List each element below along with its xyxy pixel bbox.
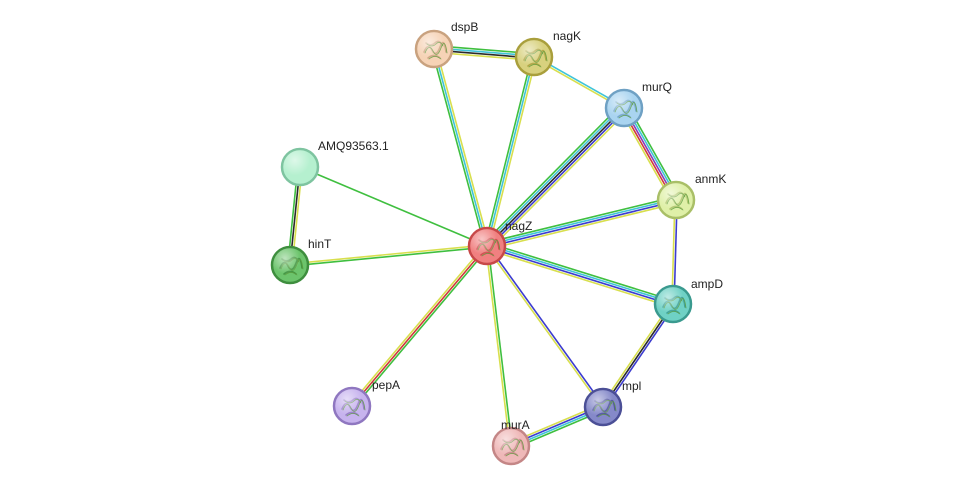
edge-strand-yellow <box>289 244 487 265</box>
edge-nagZ-murQ[interactable] <box>483 104 628 250</box>
edge-ampD-mpl[interactable] <box>600 302 676 409</box>
node-label: dspB <box>451 20 478 34</box>
edge-strand-blue <box>487 244 605 407</box>
edge-strand-blue <box>486 246 673 306</box>
edge-nagZ-mpl[interactable] <box>485 244 605 409</box>
node-murA[interactable]: murA <box>491 418 531 466</box>
node-highlight <box>417 32 451 66</box>
node-highlight <box>607 91 641 125</box>
node-highlight <box>273 248 307 282</box>
node-hinT[interactable]: hinT <box>270 237 332 285</box>
node-highlight <box>494 429 528 463</box>
edge-strand-cyan <box>486 56 535 247</box>
node-nagK[interactable]: nagK <box>514 29 581 77</box>
edge-strand-black <box>602 303 674 408</box>
edge-strand-green <box>487 242 675 302</box>
edge-strand-green <box>290 246 488 267</box>
edge-strand-green <box>431 49 486 247</box>
edge-nagZ-pepA[interactable] <box>349 244 490 408</box>
edge-strand-red <box>351 245 488 407</box>
edge-nagZ-hinT[interactable] <box>289 244 488 267</box>
edge-strand-cyan <box>433 48 488 247</box>
edge-strand-yellow <box>435 48 490 246</box>
node-mpl[interactable]: mpl <box>583 379 641 427</box>
node-highlight <box>586 390 620 424</box>
edge-strand-green <box>484 56 533 246</box>
node-label: murQ <box>642 80 672 94</box>
node-highlight <box>517 40 551 74</box>
edge-strand-yellow <box>487 202 677 250</box>
edge-strand-yellow <box>485 246 511 447</box>
edge-nagZ-ampD[interactable] <box>485 242 675 308</box>
edge-strand-green <box>299 166 488 247</box>
node-dspB[interactable]: dspB <box>414 20 478 69</box>
edge-strand-green <box>483 104 622 244</box>
node-label: nagZ <box>505 219 532 233</box>
edge-strand-yellow <box>349 244 486 406</box>
edge-strand-yellow <box>488 57 537 247</box>
node-label: anmK <box>695 172 726 186</box>
edge-nagZ-dspB[interactable] <box>431 48 490 247</box>
node-label: ampD <box>691 277 723 291</box>
nodes-layer: nagZ dspB nagK murQ anmK ampD mpl murA pepA hinT A… <box>270 20 726 466</box>
node-highlight <box>335 389 369 423</box>
edge-strand-black <box>486 107 625 247</box>
node-AMQ93563.1[interactable]: AMQ93563.1 <box>280 139 389 187</box>
node-label: nagK <box>553 29 581 43</box>
edge-strand-cyan <box>484 105 624 246</box>
edge-nagZ-nagK[interactable] <box>484 56 537 247</box>
node-nagZ[interactable]: nagZ <box>467 219 532 266</box>
edge-nagZ-murA[interactable] <box>485 245 513 447</box>
node-highlight <box>659 183 693 217</box>
node-murQ[interactable]: murQ <box>604 80 672 128</box>
node-highlight <box>656 287 690 321</box>
edge-strand-green <box>353 246 490 408</box>
edge-strand-yellow <box>485 248 673 308</box>
edge-nagZ-anmK[interactable] <box>486 196 677 250</box>
node-ampD[interactable]: ampD <box>653 277 723 324</box>
node-label: AMQ93563.1 <box>318 139 389 153</box>
edge-nagZ-AMQ93563.1[interactable] <box>299 166 488 247</box>
edge-strand-green <box>486 196 676 244</box>
node-highlight <box>470 229 504 263</box>
edge-strand-yellow <box>489 110 628 250</box>
node-label: pepA <box>372 378 400 392</box>
edge-strand-cyan <box>486 198 676 246</box>
edge-strand-blue <box>487 200 677 248</box>
edge-strand-yellow <box>485 246 603 409</box>
node-pepA[interactable]: pepA <box>332 378 400 426</box>
edge-strand-yellow <box>600 302 672 407</box>
node-label: mpl <box>622 379 641 393</box>
edge-strand-blue <box>487 108 627 249</box>
node-highlight <box>283 150 317 184</box>
edge-strand-green <box>487 245 513 446</box>
node-anmK[interactable]: anmK <box>656 172 726 220</box>
node-label: murA <box>501 418 530 432</box>
edge-strand-blue <box>604 304 676 409</box>
edge-strand-cyan <box>487 244 674 304</box>
node-label: hinT <box>308 237 332 251</box>
